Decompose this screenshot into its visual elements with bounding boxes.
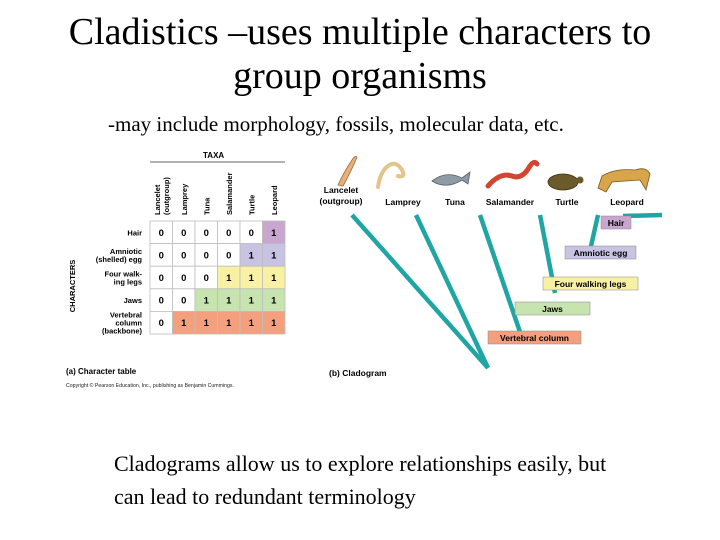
turtle-icon [547,173,579,191]
characters-header: CHARACTERS [68,260,77,313]
row-label: ing legs [114,278,142,287]
slide-title: Cladistics –uses multiple characters to … [0,10,720,98]
column-label: (outgroup) [162,177,171,215]
taxa-header: TAXA [203,151,224,160]
cell-value: 1 [271,228,277,239]
taxon-label: Salamander [486,197,535,207]
copyright-text: Copyright © Pearson Education, Inc., pub… [66,382,234,389]
column-label: Salamander [225,172,234,215]
turtle-head-icon [576,176,584,184]
cell-value: 0 [159,228,164,239]
cladogram-caption: (b) Cladogram [329,368,387,378]
cell-value: 1 [181,318,187,329]
trait-label: Four walking legs [555,279,627,289]
cell-value: 1 [271,250,277,261]
trait-label: Jaws [542,304,563,314]
title-line-2: group organisms [233,55,487,97]
cladogram: Lancelet(outgroup) Lamprey Tuna Salamander T… [320,156,663,378]
cell-value: 1 [271,296,277,307]
slide-footer-text: Cladograms allow us to explore relations… [114,447,674,513]
row-label: (backbone) [102,327,143,336]
column-label: Turtle [247,195,256,215]
cladogram-trunk [350,213,490,370]
character-table: TAXA CHARACTERS Lancelet(outgroup) Lamprey T… [66,151,286,389]
row-label: Amniotic [110,247,142,256]
cell-value: 1 [226,318,232,329]
cladogram-branch [413,214,491,369]
footer-line-2: can lead to redundant terminology [114,484,416,509]
cell-value: 1 [204,296,210,307]
cell-value: 0 [181,228,186,239]
row-label: column [115,319,142,328]
title-line-1: Cladistics –uses multiple characters to [68,11,652,53]
cell-value: 0 [204,273,209,284]
trait-box [487,330,582,345]
footer-line-1: Cladograms allow us to explore relations… [114,451,607,476]
tuna-icon [431,171,471,186]
table-caption: (a) Character table [66,367,137,376]
cell-value: 1 [204,318,210,329]
cell-value: 0 [181,296,186,307]
trait-label: Vertebral column [500,333,569,343]
lamprey-icon [376,161,406,189]
cell-value: 0 [181,273,186,284]
cell-value: 1 [249,318,255,329]
trait-label: Hair [608,218,625,228]
row-label: Hair [127,228,142,237]
cladogram-branch [477,214,523,333]
cell-value: 0 [181,250,186,261]
trait-box [514,301,591,316]
cell-value: 0 [249,228,254,239]
leopard-icon [597,168,651,193]
cell-value: 1 [249,250,255,261]
table-cell [262,310,286,335]
salamander-icon [485,159,540,189]
row-label: Jaws [124,296,142,305]
lancelet-icon [337,156,358,187]
cell-value: 1 [249,273,255,284]
cell-value: 1 [226,273,232,284]
cell-value: 1 [226,296,232,307]
cell-value: 0 [159,273,164,284]
cell-value: 0 [159,296,164,307]
taxon-label: Turtle [556,197,579,207]
trait-box [600,215,632,230]
taxon-label: Tuna [445,197,465,207]
row-label: Vertebral [110,311,142,320]
trait-box [542,276,639,291]
column-label: Lamprey [180,183,189,215]
cell-value: 1 [249,296,255,307]
trait-label: Amniotic egg [574,248,628,258]
row-label: (shelled) egg [96,255,143,264]
cell-value: 0 [204,228,209,239]
cell-value: 0 [159,250,164,261]
cell-value: 0 [226,228,231,239]
slide-subtitle: -may include morphology, fossils, molecu… [108,112,564,136]
cell-value: 0 [159,318,164,329]
cell-value: 0 [226,250,231,261]
taxon-label: Leopard [610,197,644,207]
taxon-label: (outgroup) [320,196,363,206]
taxon-label: Lamprey [385,197,421,207]
column-label: Lancelet [153,184,162,215]
column-label: Leopard [270,185,279,215]
column-label: Tuna [202,197,211,215]
cell-value: 1 [271,318,277,329]
organism-illustrations [337,156,651,193]
taxon-label: Lancelet [324,185,359,195]
cell-value: 1 [271,273,277,284]
trait-box [564,245,637,260]
row-label: Four walk- [104,270,142,279]
cell-value: 0 [204,250,209,261]
